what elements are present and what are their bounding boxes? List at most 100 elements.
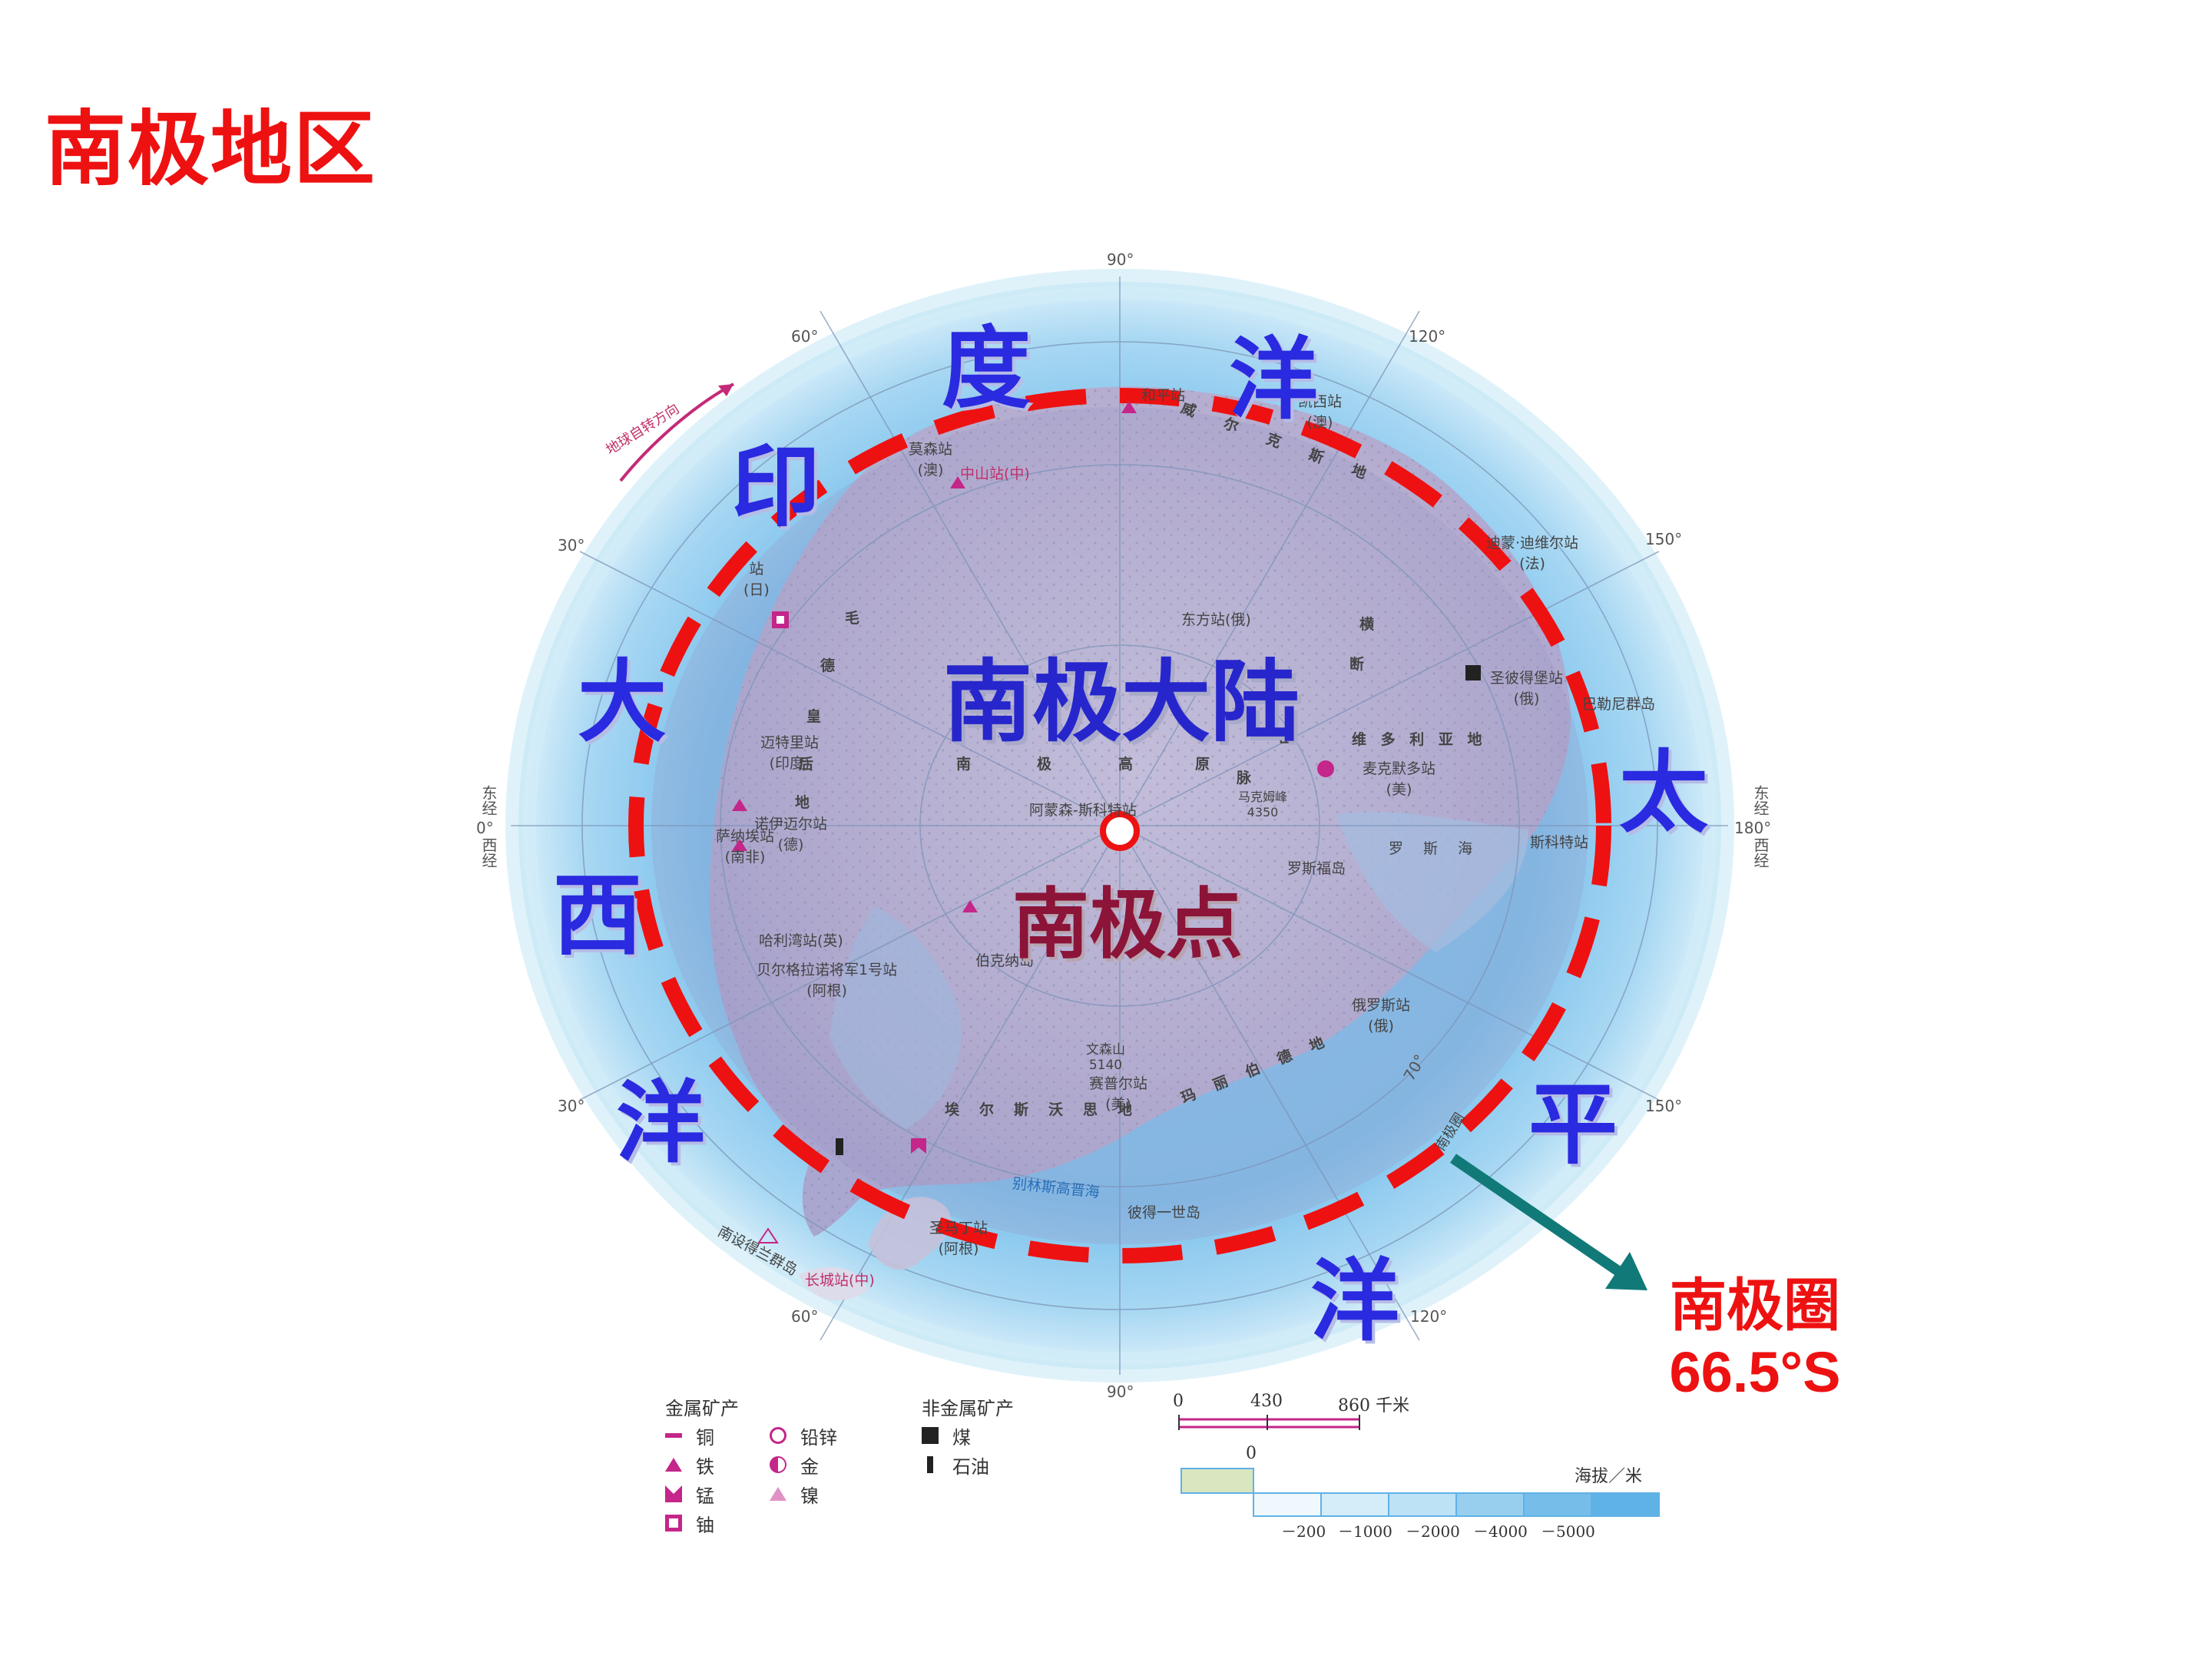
place-peter-i: 彼得一世岛 [1128, 1204, 1201, 1221]
place-berkner: 伯克纳岛 [975, 952, 1035, 969]
legend-copper: 铜 [696, 1426, 714, 1449]
place-mawson: 莫森站 (澳) [909, 441, 953, 478]
legend-oil: 石油 [952, 1455, 989, 1478]
atlantic-char3: 洋 [616, 1071, 705, 1175]
manganese-icon [665, 1485, 682, 1502]
scale-0: 0 [1173, 1392, 1184, 1411]
plateau-3: 高 [1118, 756, 1134, 773]
indian-ocean-char2: 度 [942, 317, 1031, 421]
pole-label: 南极点 [1012, 879, 1243, 969]
transant-4: 脉 [1237, 770, 1252, 786]
depth-200: －200 [1281, 1522, 1326, 1541]
pacific-char3: 洋 [1310, 1250, 1399, 1353]
place-ellsworth: 埃尔斯沃思地 [945, 1101, 1153, 1118]
legend-metal: 金属矿产 铜 铁 锰 铀 [665, 1392, 739, 1538]
lon-90-top: 90° [1107, 250, 1134, 269]
right-axis-w: 西经 [1751, 837, 1770, 868]
copper-icon [665, 1433, 682, 1438]
place-casey: 凯西站 (澳) [1298, 393, 1343, 431]
legend-nickel: 镍 [800, 1485, 819, 1507]
right-axis-180: 180° [1734, 819, 1772, 837]
oil-icon [927, 1456, 933, 1473]
place-amundsen: 阿蒙森-斯科特站 [1029, 802, 1137, 819]
queen-maud-5: 地 [795, 794, 810, 811]
place-ross-island: 罗斯福岛 [1287, 860, 1346, 877]
place-markham: 马克姆峰 4350 [1238, 790, 1288, 820]
antarctic-circle-dashed [628, 388, 1611, 1263]
place-siple: 赛普尔站 (美) [1089, 1075, 1148, 1113]
ross-sea [1336, 812, 1528, 952]
transant-2: 断 [1349, 656, 1365, 673]
right-axis-e: 东经 [1751, 785, 1770, 816]
depth-5000: －5000 [1541, 1522, 1595, 1541]
transant-1: 横 [1359, 616, 1375, 633]
nickel-icon [770, 1487, 786, 1501]
scale-430: 430 [1250, 1392, 1283, 1411]
legend-leadzinc: 铅锌 [800, 1426, 837, 1449]
place-halley: 哈利湾站(英) [759, 932, 843, 949]
place-maitri: 迈特里站 (印度) [760, 734, 820, 772]
plateau-1: 南 [956, 756, 972, 773]
continent-label: 南极大陆 [943, 651, 1300, 754]
place-ross-sea: 罗 斯 海 [1389, 840, 1481, 857]
place-dumont: 迪蒙·迪维尔站 (法) [1486, 535, 1579, 572]
place-victoria: 维 多 利 亚 地 [1352, 731, 1487, 748]
pacific-char1: 太 [1619, 741, 1708, 845]
south-pole-marker [1100, 811, 1140, 851]
queen-maud-1: 毛 [845, 610, 860, 627]
place-russkaya: 俄罗斯站 (俄) [1352, 997, 1411, 1035]
scale-bar [1178, 1415, 1360, 1430]
left-axis-e: 东经 [479, 785, 498, 816]
place-great-wall: 长城站(中) [805, 1272, 875, 1289]
legend-iron: 铁 [696, 1455, 714, 1478]
lon-150-ru: 150° [1645, 530, 1683, 548]
legend-metal2: 铅锌 金 镍 [770, 1421, 837, 1508]
place-neumayer: 诺伊迈尔站 (德) [754, 816, 828, 853]
legend-manganese: 锰 [696, 1485, 714, 1507]
coal-icon [922, 1427, 939, 1444]
legend-nonmetal: 非金属矿产 煤 石油 [922, 1392, 1014, 1479]
depth-1000: －1000 [1338, 1522, 1392, 1541]
queen-maud-2: 德 [820, 657, 836, 674]
place-vostok: 东方站(俄) [1181, 611, 1251, 628]
gold-icon [770, 1456, 786, 1473]
place-zhongshan: 中山站(中) [960, 465, 1030, 482]
place-san-martin: 圣马丁站 (阿根) [929, 1220, 988, 1257]
lon-90-bottom: 90° [1107, 1382, 1134, 1401]
place-syowa: 站 (日) [743, 561, 770, 598]
rotation-arrow [619, 382, 734, 482]
uranium-icon [665, 1515, 682, 1532]
lon-60-tl: 60° [791, 327, 819, 346]
lon-120-br: 120° [1410, 1307, 1448, 1326]
lon-30-ld: 30° [558, 1097, 585, 1115]
elev-title: 海拔／米 [1575, 1467, 1643, 1486]
map-symbols [732, 401, 1481, 1243]
atlantic-char1: 大 [578, 651, 667, 754]
lon-150-rd: 150° [1645, 1097, 1683, 1115]
transant-3: 山 [1279, 730, 1294, 747]
iron-icon [665, 1458, 682, 1472]
place-scott: 斯科特站 [1530, 834, 1589, 851]
queen-maud-4: 后 [799, 756, 814, 773]
depth-4000: －4000 [1473, 1522, 1528, 1541]
pacific-char2: 平 [1528, 1073, 1618, 1177]
legend-uranium: 铀 [696, 1514, 714, 1536]
legend-coal: 煤 [952, 1426, 971, 1449]
scale-860: 860 千米 [1338, 1396, 1409, 1416]
indian-ocean-char3: 洋 [1229, 328, 1318, 432]
plateau-4: 原 [1195, 756, 1210, 773]
depth-2000: －2000 [1406, 1522, 1460, 1541]
lon-120-tr: 120° [1409, 327, 1446, 346]
place-balleny: 巴勒尼群岛 [1582, 696, 1656, 713]
pointer-arrow [1450, 1154, 1624, 1277]
legend-gold: 金 [800, 1455, 819, 1478]
place-vinson: 文森山 5140 [1086, 1042, 1125, 1073]
left-axis-w: 西经 [479, 837, 498, 868]
page-title: 南极地区 [45, 102, 376, 197]
place-heping: 和平站 [1141, 387, 1186, 404]
left-axis-0: 0° [476, 819, 494, 837]
lon-30-lu: 30° [558, 536, 585, 555]
indian-ocean-char1: 印 [731, 435, 820, 539]
elevation-legend [1181, 1468, 1660, 1517]
atlantic-char2: 西 [553, 864, 642, 968]
